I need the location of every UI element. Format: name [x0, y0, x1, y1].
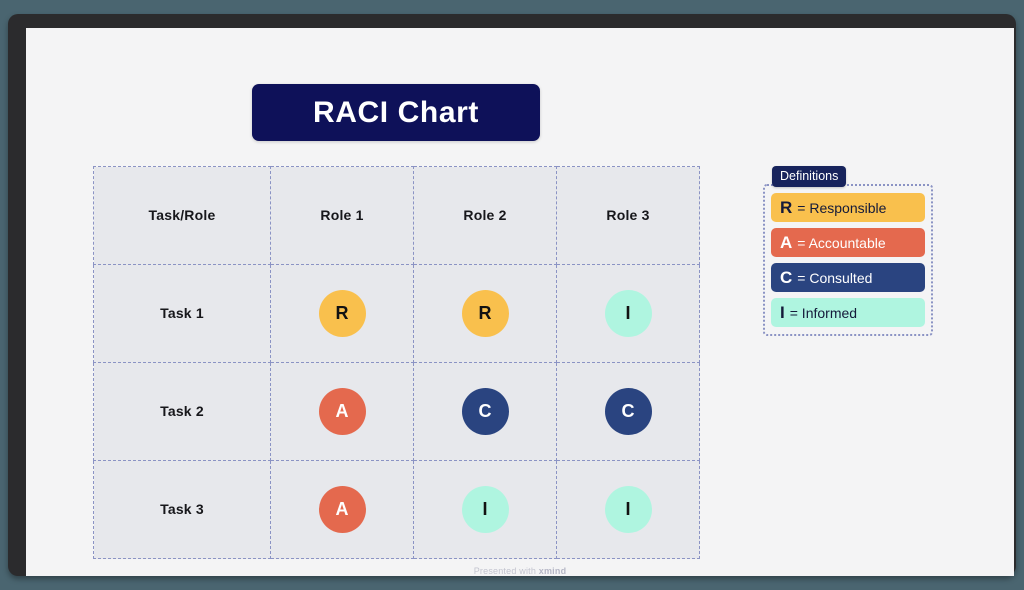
legend-panel: R = Responsible A = Accountable C = Cons… — [763, 184, 933, 336]
assignment-cell: C — [556, 362, 700, 461]
legend-key: A — [780, 232, 793, 252]
slide-canvas: RACI Chart Task/Role Role 1 Role 2 — [26, 28, 1014, 576]
header-cell-role-2: Role 2 — [413, 166, 557, 265]
raci-badge: C — [604, 388, 652, 435]
table-header-row: Task/Role Role 1 Role 2 Role 3 — [93, 166, 700, 265]
legend-text: = Informed — [789, 304, 858, 321]
header-label: Role 3 — [606, 206, 650, 223]
table-row: Task 3 A I I — [93, 460, 700, 559]
header-label: Task/Role — [148, 206, 216, 223]
raci-badge: A — [318, 486, 366, 533]
header-cell-role-1: Role 1 — [270, 166, 414, 265]
raci-badge: C — [461, 388, 509, 435]
task-cell: Task 3 — [93, 460, 271, 559]
page-title: RACI Chart — [312, 95, 479, 129]
assignment-cell: A — [270, 460, 414, 559]
footer-attribution: Presented with xmind — [26, 566, 1014, 576]
raci-badge: A — [318, 388, 366, 435]
raci-badge: I — [604, 486, 652, 533]
raci-badge: I — [461, 486, 509, 533]
legend-text: = Accountable — [797, 234, 886, 251]
task-cell: Task 1 — [93, 264, 271, 363]
footer-prefix: Presented with — [473, 566, 539, 576]
assignment-cell: C — [413, 362, 557, 461]
legend-key: R — [780, 197, 793, 217]
raci-badge: R — [461, 290, 509, 337]
legend-key: I — [780, 302, 785, 322]
raci-badge: R — [318, 290, 366, 337]
assignment-cell: R — [270, 264, 414, 363]
page-title-banner: RACI Chart — [252, 84, 540, 141]
header-label: Role 2 — [463, 206, 507, 223]
legend-text: = Consulted — [797, 269, 873, 286]
assignment-cell: I — [556, 460, 700, 559]
legend-text: = Responsible — [797, 199, 887, 216]
device-frame: RACI Chart Task/Role Role 1 Role 2 — [8, 14, 1016, 576]
raci-matrix-table: Task/Role Role 1 Role 2 Role 3 Task 1 — [93, 166, 700, 559]
assignment-cell: I — [556, 264, 700, 363]
legend-item-accountable: A = Accountable — [771, 228, 925, 257]
table-row: Task 1 R R I — [93, 264, 700, 363]
assignment-cell: R — [413, 264, 557, 363]
footer-brand: xmind — [538, 566, 567, 576]
assignment-cell: I — [413, 460, 557, 559]
task-label: Task 2 — [160, 402, 204, 419]
legend-item-responsible: R = Responsible — [771, 193, 925, 222]
raci-badge: I — [604, 290, 652, 337]
legend-item-informed: I = Informed — [771, 298, 925, 327]
task-label: Task 1 — [160, 304, 204, 321]
header-cell-task-role: Task/Role — [93, 166, 271, 265]
assignment-cell: A — [270, 362, 414, 461]
legend-tab-label: Definitions — [772, 166, 847, 187]
header-label: Role 1 — [320, 206, 364, 223]
table-row: Task 2 A C C — [93, 362, 700, 461]
legend-key: C — [780, 267, 793, 287]
legend-item-consulted: C = Consulted — [771, 263, 925, 292]
task-label: Task 3 — [160, 500, 204, 517]
header-cell-role-3: Role 3 — [556, 166, 700, 265]
task-cell: Task 2 — [93, 362, 271, 461]
